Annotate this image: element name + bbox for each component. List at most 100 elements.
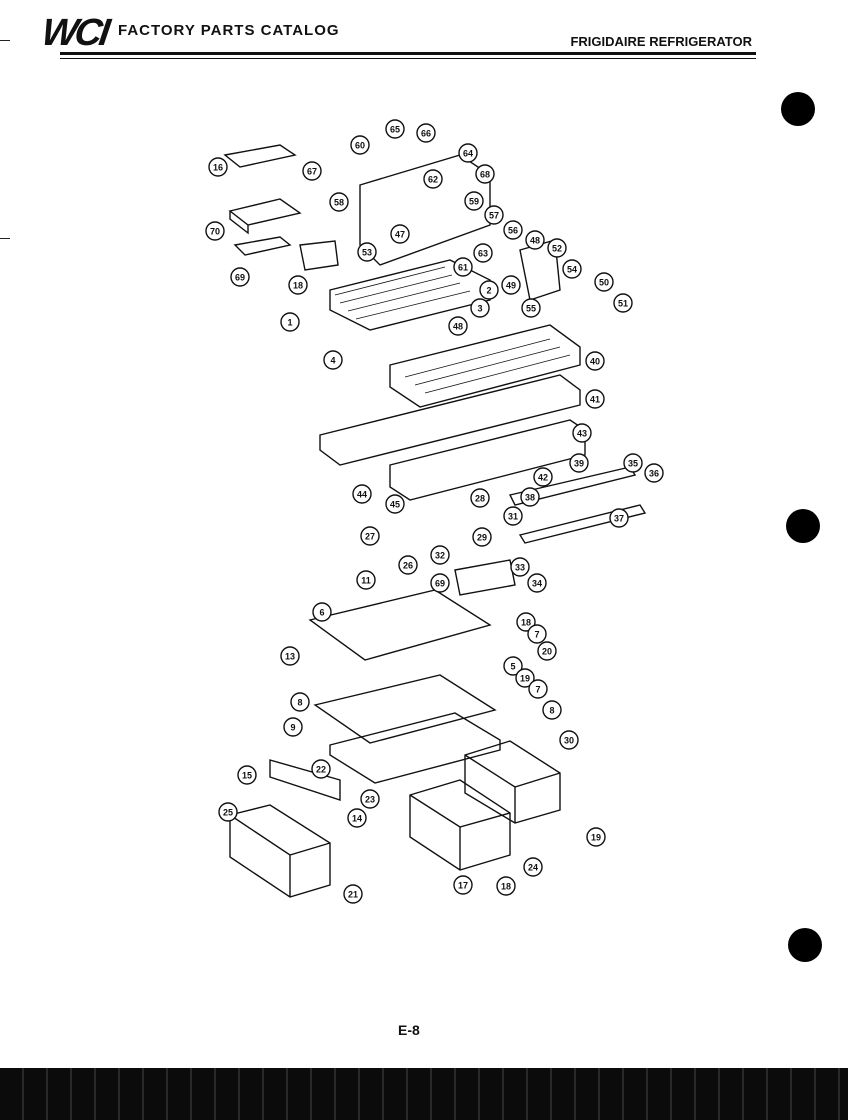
callout-label: 48 xyxy=(530,236,540,246)
callout-bubble: 26 xyxy=(398,555,418,575)
callout-bubble: 48 xyxy=(448,316,468,336)
callout-bubble: 47 xyxy=(390,224,410,244)
callout-label: 16 xyxy=(213,163,223,173)
callout-label: 29 xyxy=(477,533,487,543)
callout-label: 69 xyxy=(235,273,245,283)
callout-bubble: 63 xyxy=(473,243,493,263)
callout-bubble: 65 xyxy=(385,119,405,139)
callout-label: 7 xyxy=(534,630,539,640)
callout-label: 45 xyxy=(390,500,400,510)
callout-label: 33 xyxy=(515,563,525,573)
callout-bubble: 66 xyxy=(416,123,436,143)
callout-label: 43 xyxy=(577,429,587,439)
callout-label: 52 xyxy=(552,244,562,254)
callout-label: 35 xyxy=(628,459,638,469)
callout-bubble: 44 xyxy=(352,484,372,504)
product-title: FRIGIDAIRE REFRIGERATOR xyxy=(570,34,752,49)
callout-bubble: 11 xyxy=(356,570,376,590)
callout-bubble: 49 xyxy=(501,275,521,295)
callout-label: 37 xyxy=(614,514,624,524)
callout-label: 18 xyxy=(501,882,511,892)
callout-bubble: 18 xyxy=(496,876,516,896)
callout-bubble: 28 xyxy=(470,488,490,508)
callout-label: 17 xyxy=(458,881,468,891)
callout-label: 6 xyxy=(319,608,324,618)
callout-bubble: 29 xyxy=(472,527,492,547)
callout-label: 56 xyxy=(508,226,518,236)
callout-label: 49 xyxy=(506,281,516,291)
callout-bubble: 39 xyxy=(569,453,589,473)
callout-label: 48 xyxy=(453,322,463,332)
callout-label: 2 xyxy=(486,286,491,296)
callout-label: 7 xyxy=(535,685,540,695)
part-crisper-drawer-right xyxy=(464,740,561,824)
callout-label: 24 xyxy=(528,863,538,873)
callout-label: 23 xyxy=(365,795,375,805)
callout-bubble: 55 xyxy=(521,298,541,318)
catalog-header: WCI FACTORY PARTS CATALOG FRIGIDAIRE REF… xyxy=(39,12,756,60)
callout-label: 32 xyxy=(435,551,445,561)
callout-bubble: 21 xyxy=(343,884,363,904)
callout-bubble: 56 xyxy=(503,220,523,240)
part-glass-shelf-lower xyxy=(313,674,497,744)
callout-label: 39 xyxy=(574,459,584,469)
callout-label: 63 xyxy=(478,249,488,259)
callout-bubble: 36 xyxy=(644,463,664,483)
wci-logo: WCI xyxy=(39,12,110,54)
callout-label: 55 xyxy=(526,304,536,314)
callout-bubble: 22 xyxy=(311,759,331,779)
callout-label: 54 xyxy=(567,265,577,275)
callout-bubble: 33 xyxy=(510,557,530,577)
callout-label: 30 xyxy=(564,736,574,746)
callout-bubble: 19 xyxy=(586,827,606,847)
callout-bubble: 9 xyxy=(283,717,303,737)
scan-tick xyxy=(0,40,10,41)
callout-bubble: 69 xyxy=(430,573,450,593)
page-number: E-8 xyxy=(398,1022,420,1038)
callout-bubble: 2 xyxy=(479,280,499,300)
callout-label: 14 xyxy=(352,814,362,824)
callout-bubble: 51 xyxy=(613,293,633,313)
callout-bubble: 67 xyxy=(302,161,322,181)
callout-label: 40 xyxy=(590,357,600,367)
callout-label: 36 xyxy=(649,469,659,479)
callout-label: 27 xyxy=(365,532,375,542)
callout-label: 19 xyxy=(591,833,601,843)
callout-bubble: 7 xyxy=(528,679,548,699)
callout-bubble: 38 xyxy=(520,487,540,507)
part-crisper-frame xyxy=(389,419,586,501)
punch-hole-middle xyxy=(786,509,820,543)
callout-label: 3 xyxy=(477,304,482,314)
callout-bubble: 8 xyxy=(542,700,562,720)
callout-bubble: 32 xyxy=(430,545,450,565)
callout-bubble: 54 xyxy=(562,259,582,279)
callout-label: 11 xyxy=(361,576,371,586)
callout-label: 26 xyxy=(403,561,413,571)
callout-label: 28 xyxy=(475,494,485,504)
callout-bubble: 43 xyxy=(572,423,592,443)
part-glass-shelf-upper xyxy=(308,589,492,661)
callout-label: 41 xyxy=(590,395,600,405)
callout-label: 62 xyxy=(428,175,438,185)
callout-label: 67 xyxy=(307,167,317,177)
callout-label: 4 xyxy=(330,356,335,366)
callout-label: 18 xyxy=(521,618,531,628)
callout-bubble: 15 xyxy=(237,765,257,785)
part-freezer-shelf xyxy=(329,259,491,331)
part-tray-small xyxy=(299,240,339,271)
callout-bubble: 42 xyxy=(533,467,553,487)
part-cover xyxy=(228,198,302,235)
part-wire-shelf xyxy=(389,324,581,408)
callout-bubble: 57 xyxy=(484,205,504,225)
callout-label: 15 xyxy=(242,771,252,781)
callout-label: 5 xyxy=(510,662,515,672)
callout-label: 8 xyxy=(549,706,554,716)
punch-hole-bottom xyxy=(788,928,822,962)
callout-label: 51 xyxy=(618,299,628,309)
callout-label: 1 xyxy=(287,318,292,328)
header-rule xyxy=(60,52,756,55)
part-crisper-drawer-left xyxy=(409,779,511,871)
callout-bubble: 68 xyxy=(475,164,495,184)
